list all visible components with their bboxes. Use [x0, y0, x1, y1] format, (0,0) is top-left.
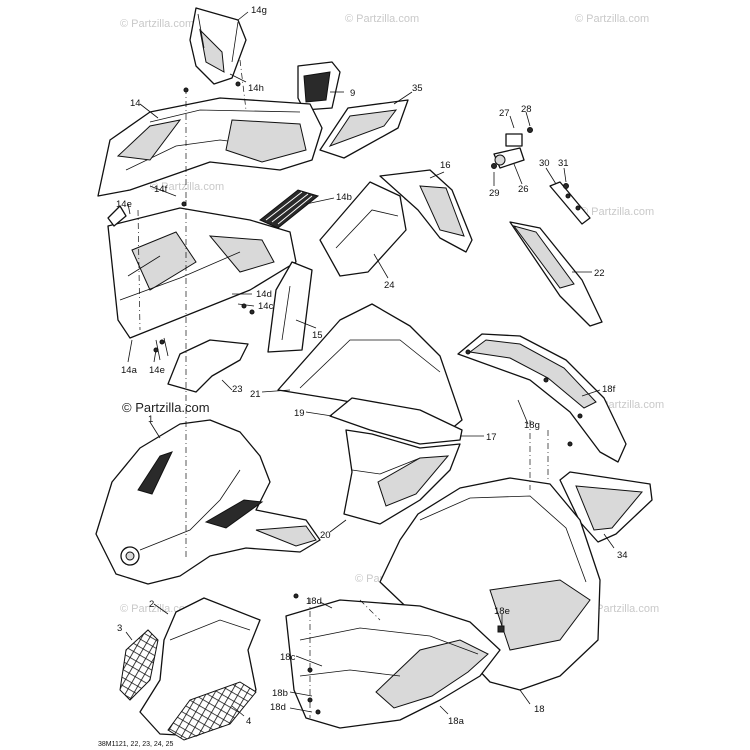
- label-14e-top: 14e: [116, 199, 132, 210]
- part-35: [319, 99, 409, 159]
- label-14g: 14g: [251, 5, 267, 16]
- label-4: 4: [246, 716, 251, 727]
- part-16: [379, 169, 473, 253]
- part-3: [119, 629, 159, 701]
- label-18g: 18g: [524, 420, 540, 431]
- label-14c: 14c: [258, 301, 274, 312]
- assembly-line: [137, 59, 549, 718]
- label-17: 17: [486, 432, 497, 443]
- label-18: 18: [534, 704, 545, 715]
- label-28: 28: [521, 104, 532, 115]
- label-1: 1: [148, 414, 153, 425]
- part-30-31: [549, 181, 591, 225]
- label-15: 15: [312, 330, 323, 341]
- part-14g: [189, 7, 247, 85]
- part-20: [343, 429, 461, 525]
- label-30: 30: [539, 158, 550, 169]
- label-18d-bottom: 18d: [270, 702, 286, 713]
- label-22: 22: [594, 268, 605, 279]
- part-24: [319, 181, 407, 277]
- label-14d: 14d: [256, 289, 272, 300]
- label-14b: 14b: [336, 192, 352, 203]
- label-9: 9: [350, 88, 355, 99]
- watermark: © Partzilla.com: [575, 13, 649, 25]
- diagram-code: 38M1121, 22, 23, 24, 25: [98, 741, 173, 748]
- watermark: © Partzilla.com: [585, 603, 659, 615]
- fasteners: [153, 81, 583, 715]
- label-18d-top: 18d: [306, 596, 322, 607]
- part-18a: [285, 599, 501, 729]
- label-21: 21: [250, 389, 261, 400]
- part-23: [167, 339, 249, 393]
- label-18e: 18e: [494, 606, 510, 617]
- part-22: [509, 221, 603, 327]
- watermark: © Partzilla.com: [150, 181, 224, 193]
- label-20: 20: [320, 530, 331, 541]
- part-15: [267, 261, 313, 353]
- watermark-main: © Partzilla.com: [122, 400, 210, 415]
- label-35: 35: [412, 83, 423, 94]
- label-24: 24: [384, 280, 395, 291]
- part-14b: [259, 189, 320, 229]
- label-2: 2: [149, 599, 154, 610]
- label-14a: 14a: [121, 365, 138, 376]
- label-18f: 18f: [602, 384, 616, 395]
- part-26-27-28-29: [491, 127, 533, 169]
- part-9: [297, 61, 341, 111]
- label-14e-bottom: 14e: [149, 365, 165, 376]
- label-18c: 18c: [280, 652, 296, 663]
- part-14e: [107, 205, 169, 361]
- label-18a: 18a: [448, 716, 465, 727]
- label-29: 29: [489, 188, 500, 199]
- watermark: © Partzilla.com: [580, 206, 654, 218]
- part-4: [167, 681, 257, 741]
- label-16: 16: [440, 160, 451, 171]
- part-18: [379, 477, 601, 691]
- label-23: 23: [232, 384, 243, 395]
- part-1: [95, 419, 321, 585]
- part-18f: [457, 333, 627, 463]
- label-14h: 14h: [248, 83, 264, 94]
- label-18b: 18b: [272, 688, 288, 699]
- part-14: [97, 97, 323, 197]
- label-14: 14: [130, 98, 141, 109]
- watermark: © Partzilla.com: [120, 18, 194, 30]
- label-27: 27: [499, 108, 510, 119]
- callout-labels: 14g 14h 9 35 14 14f 14e 14b 14d 14c 14a …: [116, 5, 628, 727]
- label-3: 3: [117, 623, 122, 634]
- label-31: 31: [558, 158, 569, 169]
- watermark: © Partzilla.com: [345, 13, 419, 25]
- part-19: [329, 397, 463, 445]
- part-34: [559, 471, 653, 543]
- leader-lines: [125, 11, 615, 717]
- label-19: 19: [294, 408, 305, 419]
- part-14a: [107, 207, 297, 339]
- label-14f: 14f: [154, 184, 168, 195]
- label-26: 26: [518, 184, 529, 195]
- label-34: 34: [617, 550, 628, 561]
